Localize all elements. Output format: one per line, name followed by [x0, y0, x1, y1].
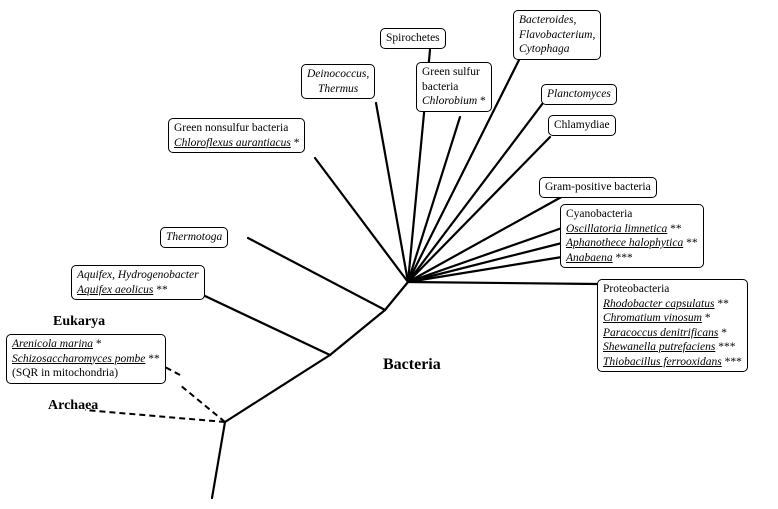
branch-proteobacteria [406, 280, 599, 286]
box-spirochetes: Spirochetes [380, 28, 446, 49]
box-bacteroides: Bacteroides, Flavobacterium, Cytophaga [513, 10, 602, 60]
sqr-mark: ** [156, 283, 168, 296]
sqr-mark: * [95, 338, 102, 350]
box-planctomyces: Planctomyces [541, 84, 617, 105]
group-name: Thermotoga [166, 231, 223, 243]
branch-cyanobacteria-1 [406, 226, 564, 284]
box-cyanobacteria: Cyanobacteria Oscillatoria limnetica ** … [560, 204, 704, 268]
group-line: bacteria [422, 80, 459, 93]
species-name: Aphanothece halophytica [566, 237, 684, 249]
group-name: Green nonsulfur bacteria [174, 122, 289, 134]
group-line: Green sulfur [422, 66, 480, 78]
branch-deinococcus [374, 101, 410, 284]
group-name: Gram-positive bacteria [545, 181, 651, 193]
branch-green-sulfur [406, 115, 462, 284]
branch-root [210, 420, 227, 500]
box-thermotoga: Thermotoga [160, 227, 229, 248]
sqr-mark: ** [686, 237, 698, 249]
branch-gram-positive [406, 193, 567, 284]
branch-thermotoga [246, 236, 387, 312]
branch-chlamydiae [406, 135, 552, 284]
sqr-mark: *** [615, 251, 633, 264]
sqr-mark: * [293, 136, 300, 149]
group-name: Aquifex, Hydrogenobacter [77, 269, 199, 281]
branch-trunk-3 [383, 280, 410, 312]
label-archaea: Archaea [48, 398, 99, 413]
group-name: Proteobacteria [603, 283, 670, 295]
species-name: Rhodobacter capsulatus [603, 297, 715, 310]
group-name: Chlamydiae [554, 119, 610, 131]
box-eukarya: Arenicola marina * Schizosaccharomyces p… [6, 334, 166, 384]
group-line: Cytophaga [519, 43, 570, 55]
sqr-mark: *** [724, 355, 742, 368]
box-aquifex: Aquifex, Hydrogenobacter Aquifex aeolicu… [71, 265, 205, 300]
box-chlamydiae: Chlamydiae [548, 115, 616, 136]
box-gram-positive: Gram-positive bacteria [539, 177, 657, 198]
species-name: Shewanella putrefaciens [603, 341, 716, 353]
group-name: Cyanobacteria [566, 208, 633, 220]
species-name: Thiobacillus ferrooxidans [603, 355, 722, 368]
group-line: Deinococcus, [307, 68, 370, 80]
label-eukarya: Eukarya [53, 314, 106, 329]
box-deinococcus: Deinococcus, Thermus [301, 64, 376, 99]
sqr-mark: ** [717, 297, 729, 310]
box-green-sulfur: Green sulfur bacteria Chlorobium * [416, 62, 492, 112]
species-name: Arenicola marina [12, 338, 94, 350]
species-name: Oscillatoria limnetica [566, 222, 668, 235]
species-name: Chromatium vinosum [603, 312, 702, 324]
box-green-nonsulfur: Green nonsulfur bacteria Chloroflexus au… [168, 118, 306, 153]
group-name: Planctomyces [547, 88, 611, 100]
species-name: Schizosaccharomyces pombe [12, 352, 146, 365]
sqr-mark: * [721, 326, 727, 339]
group-line: Flavobacterium, [519, 28, 596, 41]
group-name: Spirochetes [386, 32, 440, 44]
group-line: Bacteroides, [519, 14, 577, 26]
species-name: Anabaena [566, 251, 613, 264]
species-name: Aquifex aeolicus [77, 283, 154, 296]
branch-archaea-dashed [84, 409, 226, 423]
species-name: Paracoccus denitrificans [603, 326, 719, 339]
note: (SQR in mitochondria) [12, 367, 119, 379]
branch-cyanobacteria-3 [406, 255, 564, 284]
branch-trunk-2 [328, 308, 387, 357]
branch-bacteroides [406, 56, 522, 284]
branch-planctomyces [406, 101, 545, 284]
sqr-mark: ** [148, 352, 160, 365]
sqr-mark: * [704, 312, 711, 324]
branch-cyanobacteria-2 [406, 241, 564, 284]
branch-eukarya-dashed-1 [179, 384, 226, 423]
group-line: Thermus [318, 82, 359, 95]
sqr-mark: *** [718, 341, 736, 353]
box-proteobacteria: Proteobacteria Rhodobacter capsulatus **… [597, 279, 748, 372]
sqr-mark: * [480, 95, 486, 107]
branch-green-nonsulfur [313, 156, 410, 284]
branch-trunk-1 [223, 353, 332, 424]
species-name: Chloroflexus aurantiacus [174, 136, 291, 149]
branch-aquifex [203, 294, 332, 357]
sqr-mark: ** [670, 222, 682, 235]
label-bacteria: Bacteria [383, 356, 441, 373]
species-name: Chlorobium [422, 95, 478, 107]
